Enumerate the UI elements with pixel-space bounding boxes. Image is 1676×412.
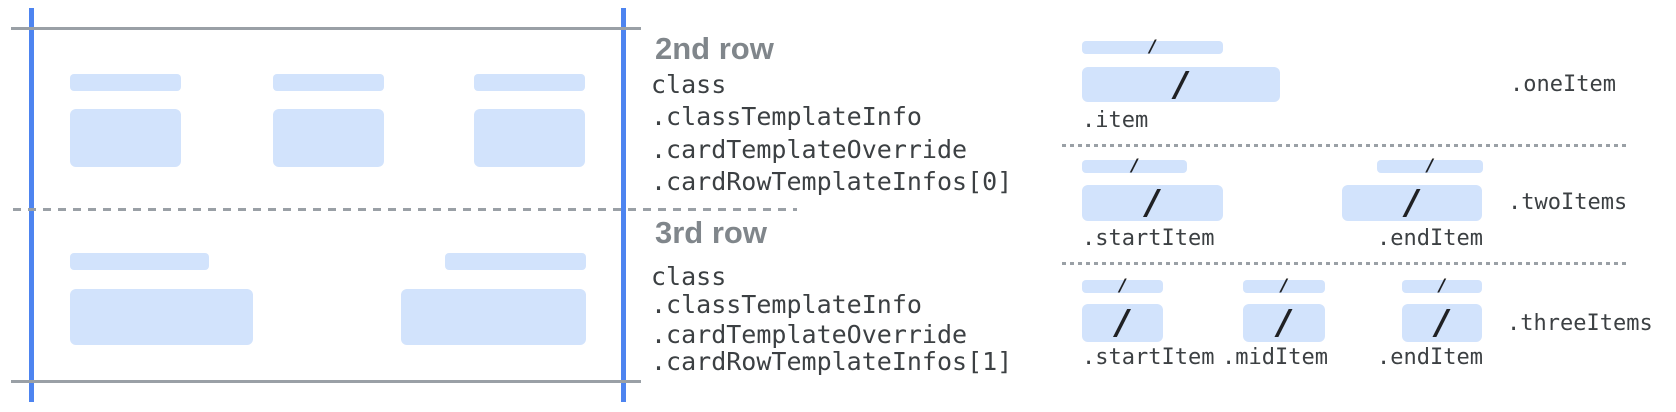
item-value-placeholder: / bbox=[1243, 304, 1325, 342]
code-path-line: .cardRowTemplateInfos[0] bbox=[651, 167, 1013, 196]
field-label-placeholder bbox=[273, 74, 384, 91]
slash-icon: / bbox=[1426, 156, 1434, 176]
second-row-heading: 2nd row bbox=[655, 31, 774, 66]
end-item-field-label: .endItem bbox=[1377, 226, 1483, 251]
template-section-separator bbox=[1062, 262, 1628, 265]
item-label-placeholder: / bbox=[1082, 276, 1163, 296]
slash-icon: / bbox=[1119, 276, 1126, 296]
code-path-line: class bbox=[651, 70, 727, 99]
slash-icon: / bbox=[1116, 303, 1129, 343]
card-right-edge-guide-line bbox=[621, 8, 626, 402]
third-row-heading: 3rd row bbox=[655, 215, 767, 250]
slash-icon: / bbox=[1277, 303, 1291, 343]
field-value-placeholder bbox=[70, 109, 181, 167]
card-row-divider-dashed-line bbox=[13, 208, 797, 211]
two-items-group-label: .twoItems bbox=[1508, 190, 1628, 215]
item-value-placeholder: / bbox=[1402, 304, 1482, 342]
field-value-placeholder bbox=[273, 109, 384, 167]
slash-icon: / bbox=[1405, 183, 1419, 223]
end-item-field-label: .endItem bbox=[1377, 345, 1483, 370]
item-label-placeholder: / bbox=[1082, 37, 1223, 57]
field-value-placeholder bbox=[70, 289, 253, 345]
slash-icon: / bbox=[1131, 156, 1138, 176]
item-value-placeholder: / bbox=[1082, 67, 1280, 102]
item-label-placeholder: / bbox=[1243, 276, 1325, 296]
mid-item-field-label: .midItem bbox=[1222, 345, 1328, 370]
slash-icon: / bbox=[1149, 37, 1156, 57]
code-path-line: .classTemplateInfo bbox=[651, 290, 922, 319]
item-field-label: .item bbox=[1082, 108, 1149, 133]
code-path-line: class bbox=[651, 262, 727, 291]
slash-icon: / bbox=[1435, 303, 1449, 343]
item-label-placeholder: / bbox=[1402, 276, 1482, 296]
card-left-edge-guide-line bbox=[29, 8, 34, 402]
code-path-line: .cardRowTemplateInfos[1] bbox=[651, 347, 1013, 376]
item-value-placeholder: / bbox=[1082, 304, 1163, 342]
code-path-line: .cardTemplateOverride bbox=[651, 320, 968, 349]
item-value-placeholder: / bbox=[1082, 185, 1223, 221]
one-item-group-label: .oneItem bbox=[1510, 72, 1616, 97]
item-label-placeholder: / bbox=[1082, 156, 1187, 176]
code-path-line: .classTemplateInfo bbox=[651, 102, 922, 131]
code-path-line: .cardTemplateOverride bbox=[651, 135, 968, 164]
card-top-border-line bbox=[11, 27, 641, 30]
field-label-placeholder bbox=[70, 253, 209, 270]
template-section-separator bbox=[1062, 144, 1628, 147]
field-label-placeholder bbox=[474, 74, 585, 91]
field-value-placeholder bbox=[401, 289, 586, 345]
field-label-placeholder bbox=[445, 253, 586, 270]
three-items-group-label: .threeItems bbox=[1507, 311, 1653, 336]
slash-icon: / bbox=[1438, 276, 1446, 296]
item-value-placeholder: / bbox=[1342, 185, 1482, 221]
start-item-field-label: .startItem bbox=[1082, 226, 1215, 251]
card-bottom-border-line bbox=[11, 380, 641, 383]
slash-icon: / bbox=[1174, 64, 1188, 105]
slash-icon: / bbox=[1280, 276, 1288, 296]
slash-icon: / bbox=[1146, 183, 1159, 223]
start-item-field-label: .startItem bbox=[1082, 345, 1215, 370]
field-label-placeholder bbox=[70, 74, 181, 91]
field-value-placeholder bbox=[474, 109, 585, 167]
item-label-placeholder: / bbox=[1377, 156, 1483, 176]
